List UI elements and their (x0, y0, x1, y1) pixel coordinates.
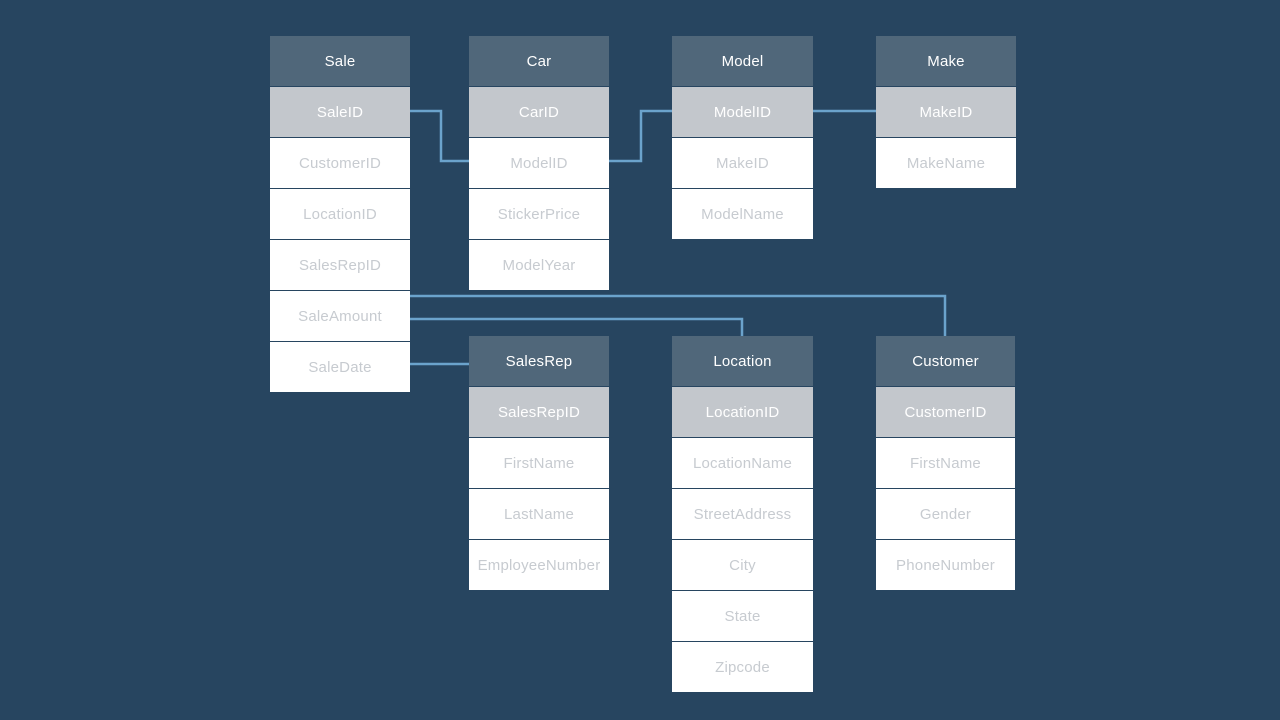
relationship-line-rel-sale-location (410, 317, 744, 336)
relationship-line-rel-sale-car (410, 109, 470, 163)
attribute-row-make-makename[interactable]: MakeName (876, 138, 1016, 188)
attribute-row-customer-gender[interactable]: Gender (876, 489, 1015, 539)
attribute-row-salesrep-lastname[interactable]: LastName (469, 489, 609, 539)
primary-key-row-make-makeid[interactable]: MakeID (876, 87, 1016, 137)
primary-key-row-customer-customerid[interactable]: CustomerID (876, 387, 1015, 437)
entity-title-car: Car (469, 36, 609, 86)
attribute-row-salesrep-employeenumber[interactable]: EmployeeNumber (469, 540, 609, 590)
entity-title-model: Model (672, 36, 813, 86)
entity-title-make: Make (876, 36, 1016, 86)
entity-title-salesrep: SalesRep (469, 336, 609, 386)
attribute-row-model-makeid[interactable]: MakeID (672, 138, 813, 188)
primary-key-row-car-carid[interactable]: CarID (469, 87, 609, 137)
relationship-line-rel-sale-customer (410, 294, 947, 336)
attribute-row-sale-saledate[interactable]: SaleDate (270, 342, 410, 392)
attribute-row-car-stickerprice[interactable]: StickerPrice (469, 189, 609, 239)
attribute-row-sale-saleamount[interactable]: SaleAmount (270, 291, 410, 341)
attribute-row-customer-phonenumber[interactable]: PhoneNumber (876, 540, 1015, 590)
primary-key-row-salesrep-salesrepid[interactable]: SalesRepID (469, 387, 609, 437)
primary-key-row-model-modelid[interactable]: ModelID (672, 87, 813, 137)
attribute-row-location-state[interactable]: State (672, 591, 813, 641)
attribute-row-sale-salesrepid[interactable]: SalesRepID (270, 240, 410, 290)
attribute-row-customer-firstname[interactable]: FirstName (876, 438, 1015, 488)
attribute-row-sale-locationid[interactable]: LocationID (270, 189, 410, 239)
attribute-row-model-modelname[interactable]: ModelName (672, 189, 813, 239)
attribute-row-car-modelid[interactable]: ModelID (469, 138, 609, 188)
primary-key-row-sale-saleid[interactable]: SaleID (270, 87, 410, 137)
entity-title-location: Location (672, 336, 813, 386)
entity-title-sale: Sale (270, 36, 410, 86)
attribute-row-location-locationname[interactable]: LocationName (672, 438, 813, 488)
attribute-row-sale-customerid[interactable]: CustomerID (270, 138, 410, 188)
relationship-line-rel-car-model (609, 109, 673, 163)
attribute-row-location-streetaddress[interactable]: StreetAddress (672, 489, 813, 539)
attribute-row-car-modelyear[interactable]: ModelYear (469, 240, 609, 290)
primary-key-row-location-locationid[interactable]: LocationID (672, 387, 813, 437)
attribute-row-location-zipcode[interactable]: Zipcode (672, 642, 813, 692)
entity-title-customer: Customer (876, 336, 1015, 386)
attribute-row-location-city[interactable]: City (672, 540, 813, 590)
attribute-row-salesrep-firstname[interactable]: FirstName (469, 438, 609, 488)
